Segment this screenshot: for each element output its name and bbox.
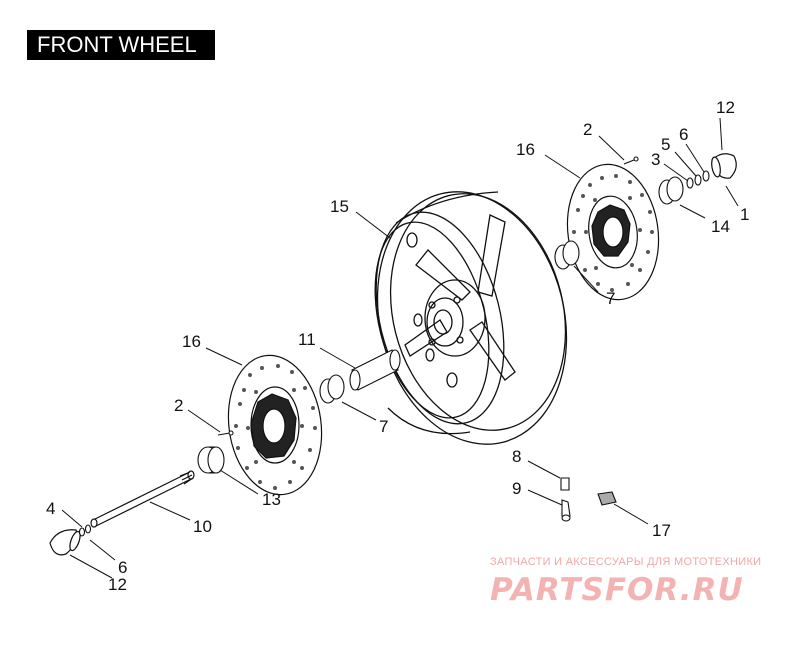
callout-2-top: 2 <box>583 120 592 139</box>
axle-cap-left <box>49 529 81 556</box>
callout-15: 15 <box>330 197 349 216</box>
callout-7-top: 7 <box>606 289 615 308</box>
callout-16-top: 16 <box>516 140 535 159</box>
callout-11: 11 <box>298 330 316 349</box>
callout-10: 10 <box>193 517 212 536</box>
callout-6-bottom: 6 <box>118 558 127 577</box>
brake-disc-right <box>566 163 660 301</box>
hardware-parts <box>78 156 710 537</box>
callout-16-left: 16 <box>182 332 201 351</box>
brake-disc-left <box>227 354 323 496</box>
callout-17: 17 <box>652 521 671 540</box>
axle-cap-right <box>711 153 737 179</box>
callout-9: 9 <box>512 479 521 498</box>
callout-8: 8 <box>512 447 521 466</box>
callout-13: 13 <box>262 490 281 509</box>
callout-12-bottom: 12 <box>108 575 127 594</box>
leader-lines <box>61 117 739 579</box>
callout-labels: 12 2 6 16 5 3 1 14 15 7 16 11 7 2 13 8 9… <box>46 98 749 594</box>
diagram-title: FRONT WHEEL <box>27 30 215 60</box>
callout-3-top: 3 <box>651 150 660 169</box>
axle <box>90 470 195 528</box>
callout-6-top: 6 <box>679 125 688 144</box>
callout-7-mid: 7 <box>379 417 388 436</box>
callout-12-top: 12 <box>716 98 735 117</box>
callout-1: 1 <box>740 205 749 224</box>
watermark-brand: PARTSFOR.RU <box>490 572 744 608</box>
watermark-tagline: ЗАПЧАСТИ И АКСЕССУАРЫ ДЛЯ МОТОТЕХНИКИ <box>490 556 762 568</box>
callout-2-left: 2 <box>174 396 183 415</box>
callout-5-top: 5 <box>661 135 670 154</box>
callout-4: 4 <box>46 499 55 518</box>
callout-14: 14 <box>711 217 730 236</box>
wheel-rim <box>374 191 568 445</box>
